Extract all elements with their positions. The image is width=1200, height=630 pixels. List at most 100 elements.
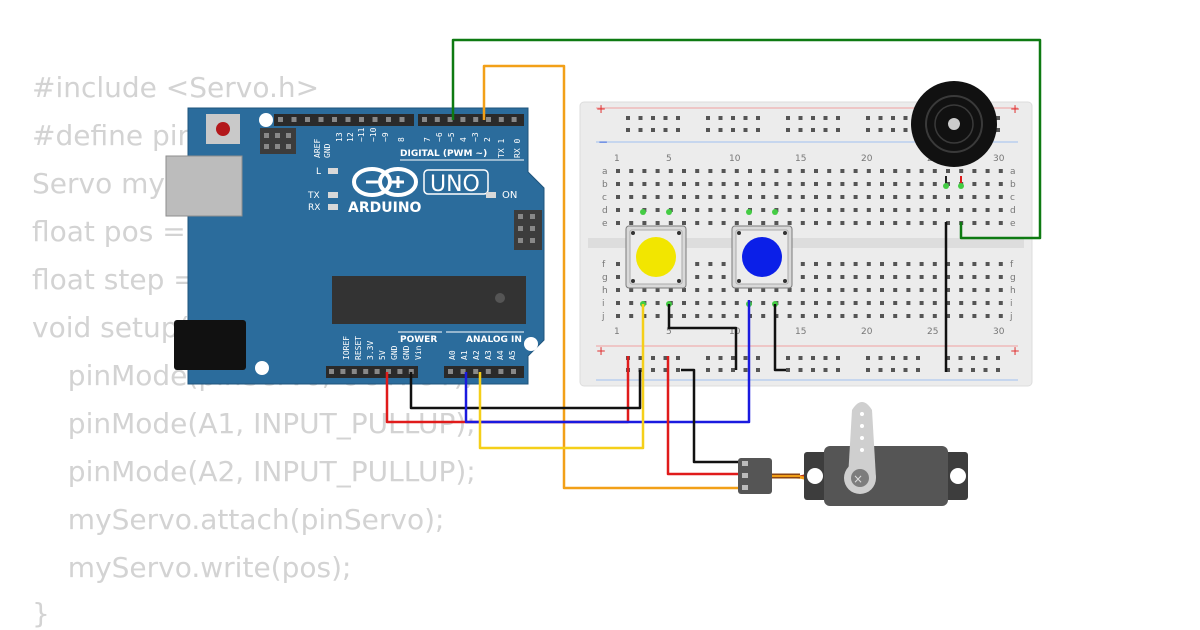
breadboard-hole <box>629 288 634 292</box>
breadboard-hole <box>985 195 990 199</box>
breadboard-hole <box>629 208 634 212</box>
breadboard-hole <box>932 301 937 305</box>
breadboard-hole <box>840 208 845 212</box>
column-number: 5 <box>666 154 672 164</box>
breadboard-hole <box>998 301 1003 305</box>
breadboard-hole <box>616 275 620 279</box>
mount-hole <box>259 113 273 127</box>
column-number: 5 <box>666 327 672 337</box>
header-pin <box>460 117 466 122</box>
breadboard-hole <box>743 116 748 120</box>
breadboard-hole <box>919 275 924 279</box>
breadboard-hole <box>787 182 792 186</box>
header-pin <box>359 117 364 122</box>
breadboard-hole <box>906 288 911 292</box>
breadboard-hole <box>721 288 726 292</box>
push-button-blue[interactable] <box>731 209 793 307</box>
breadboard-hole <box>787 314 792 318</box>
header-pin <box>530 238 535 243</box>
breadboard-hole <box>919 169 924 173</box>
column-number: 15 <box>795 327 806 337</box>
breadboard-hole <box>682 195 686 199</box>
breadboard-hole <box>985 182 990 186</box>
breadboard-hole <box>906 208 911 212</box>
breadboard-hole <box>668 169 673 173</box>
breadboard-hole <box>629 221 634 225</box>
header-pin <box>473 369 479 374</box>
breadboard-hole <box>708 195 713 199</box>
header-pin <box>286 144 291 149</box>
breadboard-hole <box>721 208 726 212</box>
breadboard-hole <box>642 195 647 199</box>
header-digital-low <box>418 114 524 126</box>
breadboard-hole <box>919 208 924 212</box>
breadboard-hole <box>998 262 1003 266</box>
breadboard-hole <box>836 368 840 372</box>
power-jack <box>174 320 246 370</box>
breadboard-hole <box>878 368 883 372</box>
header-pin <box>264 144 269 149</box>
breadboard-hole <box>734 314 739 318</box>
breadboard-hole <box>853 314 858 318</box>
breadboard-hole <box>814 221 818 225</box>
breadboard-hole <box>866 169 871 173</box>
breadboard-hole <box>787 169 792 173</box>
breadboard-hole <box>866 116 870 120</box>
breadboard-hole <box>836 356 840 360</box>
breadboard-hole <box>748 169 752 173</box>
breadboard-hole <box>774 314 779 318</box>
header-pin <box>518 214 523 219</box>
breadboard-hole <box>734 208 739 212</box>
wire-red-servo <box>666 356 740 476</box>
breadboard-hole <box>866 182 871 186</box>
breadboard-hole <box>761 288 766 292</box>
breadboard-hole <box>958 356 963 360</box>
breadboard-hole <box>866 314 871 318</box>
breadboard-hole <box>836 116 840 120</box>
led-tx <box>328 192 338 198</box>
pin-label: ~6 <box>435 132 444 142</box>
breadboard-hole <box>996 368 1000 372</box>
breadboard-hole <box>932 288 937 292</box>
row-letter: h <box>1010 286 1016 296</box>
breadboard-hole <box>706 116 710 120</box>
row-letter: h <box>602 286 608 296</box>
wire-black-btn1 <box>667 304 738 370</box>
push-button-yellow[interactable] <box>625 209 687 307</box>
tx-label: TX <box>307 191 320 201</box>
breadboard-hole <box>655 288 660 292</box>
breadboard-hole <box>893 221 898 225</box>
breadboard-hole <box>761 301 766 305</box>
breadboard-hole <box>638 128 643 132</box>
row-letter: g <box>602 273 608 283</box>
row-letter: d <box>602 206 608 216</box>
breadboard-hole <box>932 262 937 266</box>
breadboard-hole <box>814 314 818 318</box>
breadboard-hole <box>811 356 815 360</box>
breadboard-hole <box>827 195 832 199</box>
column-number: 20 <box>861 327 873 337</box>
header-pin <box>286 133 291 138</box>
header-pin <box>351 369 357 374</box>
breadboard-hole <box>800 169 805 173</box>
breadboard-hole <box>642 314 647 318</box>
breadboard-hole <box>642 288 647 292</box>
breadboard-hole <box>748 221 752 225</box>
breadboard-hole <box>638 116 643 120</box>
breadboard-hole <box>853 262 858 266</box>
button-cap-blue[interactable] <box>742 237 782 277</box>
breadboard-hole <box>787 208 792 212</box>
breadboard-hole <box>721 275 726 279</box>
pin-label: GND <box>402 345 411 360</box>
breadboard-hole <box>761 195 766 199</box>
breadboard-hole <box>880 262 884 266</box>
breadboard-hole <box>655 221 660 225</box>
breadboard-hole <box>663 356 668 360</box>
breadboard-hole <box>629 195 634 199</box>
breadboard-hole <box>996 116 1000 120</box>
breadboard-hole <box>734 301 739 305</box>
breadboard-hole <box>985 262 990 266</box>
row-letter: a <box>602 167 608 177</box>
button-cap-yellow[interactable] <box>636 237 676 277</box>
breadboard-hole <box>906 314 911 318</box>
